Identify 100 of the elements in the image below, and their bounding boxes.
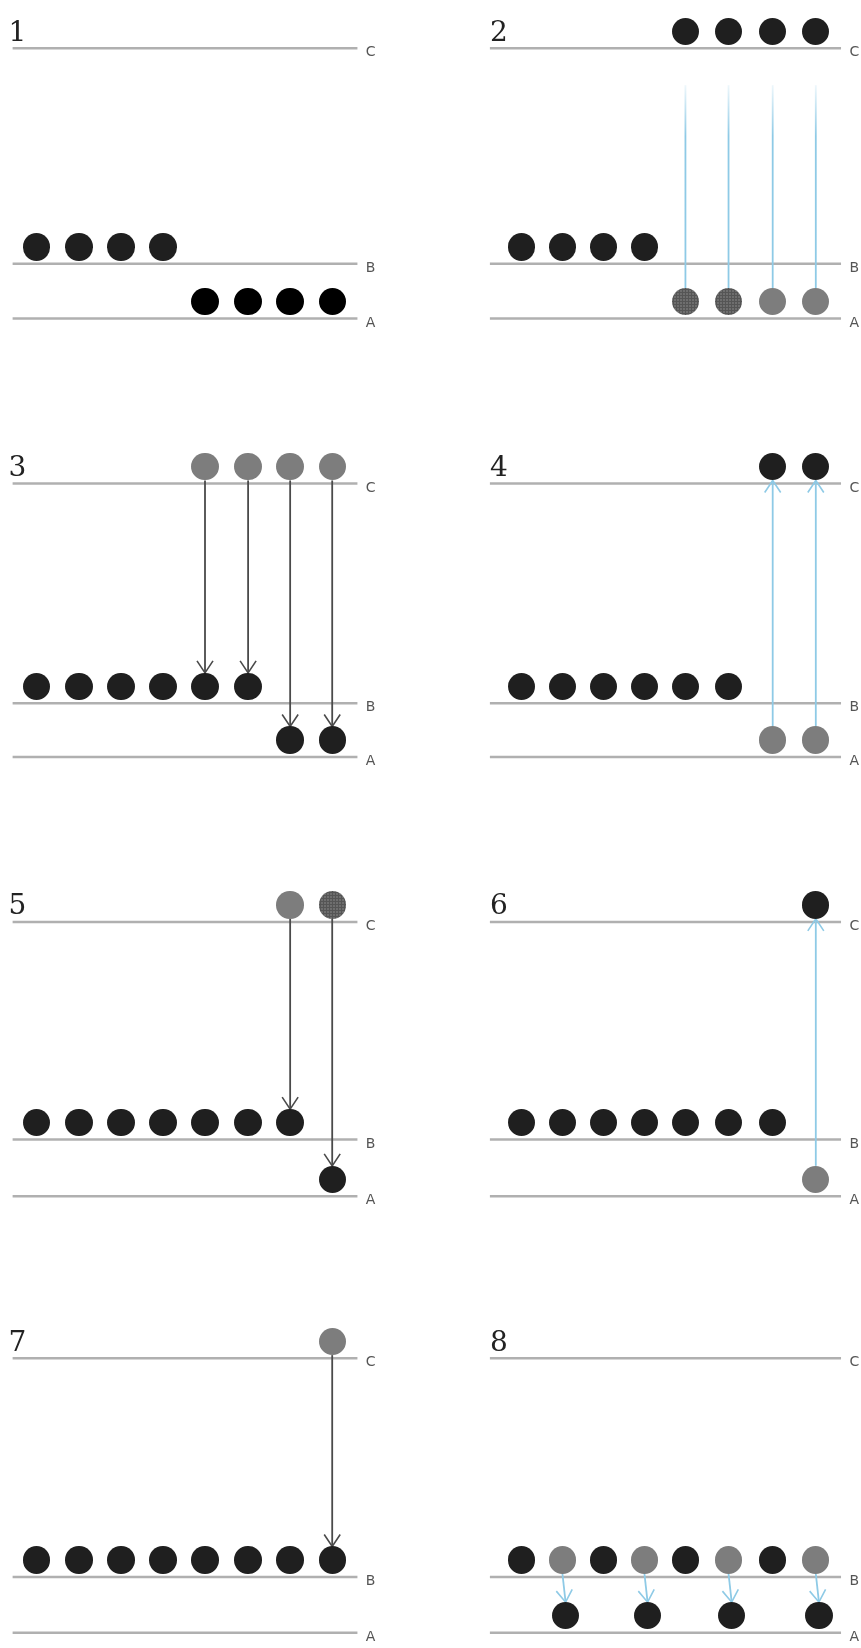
particle-dot [671,288,700,316]
level-label: C [365,43,376,60]
particle-dot [276,288,304,316]
level-label: B [365,258,376,275]
panel-number: 4 [489,452,508,483]
panel-number: 5 [8,890,27,921]
particle-dot [551,1602,580,1630]
level-label: B [849,1134,860,1151]
particle-dot [714,288,743,316]
level-label: C [849,478,860,495]
particle-dot [548,672,577,701]
arrow [323,479,341,728]
particle-dot [802,1546,830,1574]
beam-line [684,84,687,289]
arrow [637,1572,655,1604]
arrow [281,479,299,728]
particle-dot [589,1109,618,1137]
particle-dot [65,233,93,261]
particle-dot [589,672,618,701]
panel-number: 2 [489,16,508,47]
particle-dot [107,672,135,701]
particle-dot [23,1109,51,1137]
particle-dot [802,891,830,919]
particle-dot [234,288,262,316]
level-label: C [849,916,860,933]
particle-dot [759,726,787,754]
level-label: A [365,1627,376,1644]
particle-dot [107,1546,135,1574]
particle-dot [318,453,346,481]
arrow [807,479,825,728]
particle-dot [671,672,700,701]
arrow [763,479,782,728]
particle-dot [759,17,787,46]
particle-dot [234,1109,262,1137]
particle-dot [714,1109,743,1137]
particle-dot [23,672,51,701]
arrow [808,1572,827,1604]
particle-dot [276,1109,304,1137]
particle-dot [276,891,304,919]
panel-number: 6 [489,890,508,921]
arrow [323,1354,341,1548]
panel-number: 7 [8,1326,27,1357]
particle-dot [107,1109,135,1137]
particle-dot [65,672,93,701]
particle-dot [276,1546,304,1574]
particle-dot [149,1109,177,1137]
particle-dot [718,1602,746,1630]
particle-dot [318,288,346,316]
level-label: A [849,751,859,768]
level-label: A [365,313,376,330]
particle-dot [548,1109,577,1137]
particle-dot [276,453,304,481]
particle-dot [149,1546,177,1574]
level-label: A [849,1191,859,1208]
particle-dot [191,453,219,481]
particle-dot [802,1165,830,1194]
level-label: C [849,1353,860,1370]
particle-dot [507,233,536,261]
particle-dot [802,288,830,316]
particle-dot [671,17,700,46]
particle-dot [234,1546,262,1574]
particle-dot [65,1109,93,1137]
particle-dot [589,1546,618,1574]
particle-dot [234,453,262,481]
level-label: B [849,698,860,715]
beam-line [814,84,817,289]
panel-number: 3 [8,452,27,483]
particle-dot [630,1109,659,1137]
particle-dot [276,726,304,754]
particle-dot [107,233,135,261]
level-label: B [849,258,860,275]
level-label: A [849,313,859,330]
particle-dot [318,1327,346,1356]
particle-dot [318,726,346,754]
level-label: B [365,1134,376,1151]
arrow [239,479,257,674]
arrow [281,917,299,1110]
particle-dot [149,672,177,701]
particle-dot [671,1109,700,1137]
arrow [196,479,214,674]
particle-dot [589,233,618,261]
particle-dot [23,233,51,261]
particle-dot [191,1109,219,1137]
level-label: A [365,751,376,768]
level-label: C [365,1353,376,1370]
particle-dot [805,1602,833,1630]
particle-dot [714,1546,743,1574]
particle-dot [149,233,177,261]
arrow [555,1572,573,1604]
particle-dot [714,672,743,701]
particle-dot [23,1546,51,1574]
particle-dot [318,1546,346,1574]
particle-dot [802,726,830,754]
level-label: C [365,478,376,495]
particle-dot [191,672,219,701]
particle-dot [191,288,219,316]
particle-dot [630,233,659,261]
particle-dot [714,17,743,46]
particle-dot [234,672,262,701]
level-label: A [849,1627,859,1644]
